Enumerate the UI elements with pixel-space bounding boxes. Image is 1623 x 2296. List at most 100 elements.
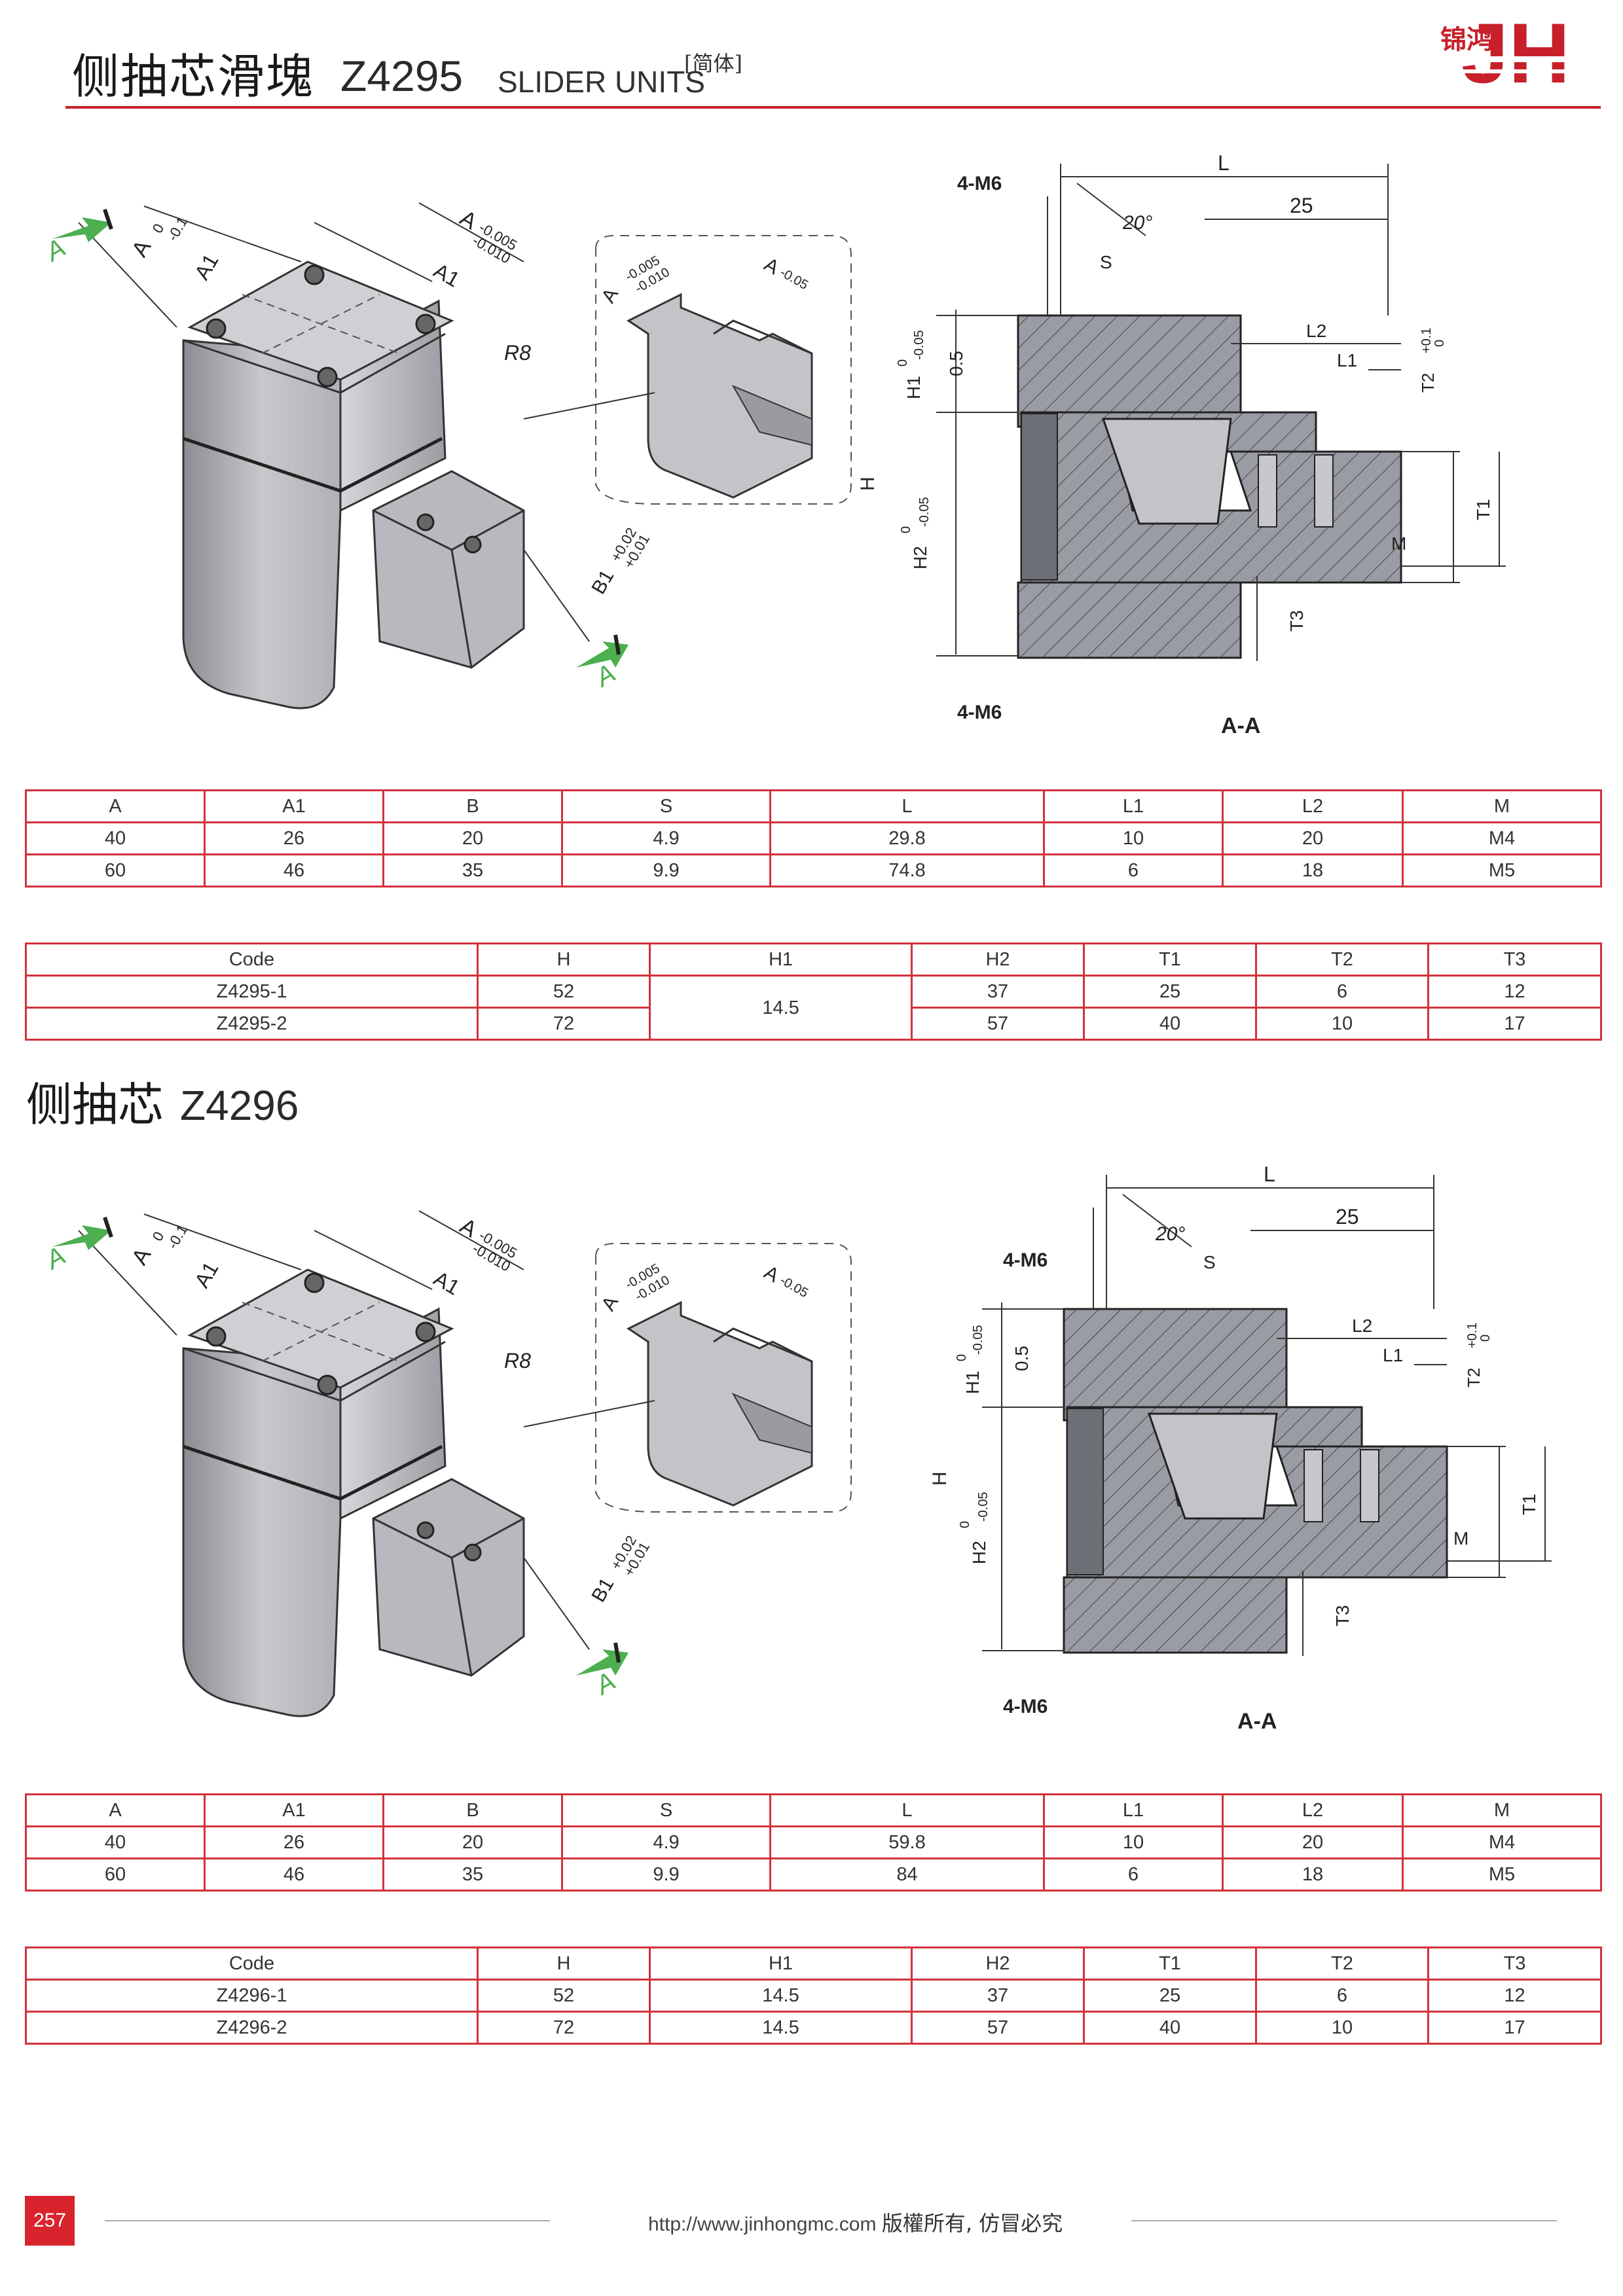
page-number: 257 [25, 2196, 75, 2246]
cell: 52 [477, 1979, 651, 2013]
cell: 6 [1255, 975, 1429, 1009]
label-view-a: A [40, 1241, 71, 1275]
cell: 17 [1427, 1007, 1602, 1041]
isometric-drawing-2: A A 0 -0.1 A1 A -0.005 -0.010 A1 R8 B1 +… [40, 1210, 852, 1717]
product-code: Z4295 [340, 52, 464, 100]
cell: 60 [25, 1857, 206, 1892]
logo-text: 锦鸿 [1440, 25, 1493, 55]
cell: 40 [1083, 2011, 1257, 2045]
label-angle: 20° [1155, 1223, 1185, 1245]
cell: 60 [25, 853, 206, 888]
cell: 18 [1222, 853, 1404, 888]
cell: Z4296-1 [25, 1979, 479, 2013]
label-b1: B1 [587, 1574, 618, 1605]
cell: M4 [1402, 1825, 1602, 1859]
label-detail-tol3: -0.05 [778, 1273, 811, 1300]
cell: 10 [1255, 2011, 1429, 2045]
label-l2: L2 [1352, 1316, 1372, 1336]
label-h1-tol2: -0.05 [912, 330, 926, 360]
th-m: M [1402, 1793, 1602, 1827]
th-h2: H2 [911, 942, 1085, 977]
cell: 9.9 [561, 1857, 771, 1892]
cell: 14.5 [649, 2011, 913, 2045]
label-m: M [1391, 533, 1406, 554]
cell: 46 [204, 853, 384, 888]
th-h1: H1 [649, 1946, 913, 1981]
cell: 52 [477, 975, 651, 1009]
cell: 10 [1255, 1007, 1429, 1041]
label-m6-bottom: 4-M6 [957, 702, 1002, 723]
cell: 20 [1222, 1825, 1404, 1859]
cell: 72 [477, 1007, 651, 1041]
cell: 10 [1043, 1825, 1224, 1859]
th-m: M [1402, 789, 1602, 823]
label-h2: H2 [910, 546, 930, 569]
th-t3: T3 [1427, 1946, 1602, 1981]
th-code: Code [25, 942, 479, 977]
label-h: H [929, 1471, 951, 1486]
cell: 35 [382, 1857, 563, 1892]
label-h1-tol2: -0.05 [971, 1325, 985, 1355]
cell: 40 [1083, 1007, 1257, 1041]
cell: 9.9 [561, 853, 771, 888]
table-header-row: A A1 B S L L1 L2 M [25, 789, 1602, 823]
language-tag: [简体] [684, 51, 742, 76]
cell: Z4295-1 [25, 975, 479, 1009]
label-m6-bottom: 4-M6 [1003, 1696, 1048, 1717]
table-row: Z4295-2 72 57 40 10 17 [25, 1007, 1602, 1041]
cell: 14.5 [649, 1979, 913, 2013]
th-l: L [769, 1793, 1045, 1827]
label-25: 25 [1290, 194, 1313, 217]
table-row: 40 26 20 4.9 29.8 10 20 M4 [25, 821, 1602, 855]
label-section: A-A [1221, 713, 1260, 738]
spec-table-1b: Code H H1 H2 T1 T2 T3 Z4295-1 52 14.5 37… [25, 942, 1602, 1041]
cell: 74.8 [769, 853, 1045, 888]
section-view-drawing-2: L 25 20° S 4-M6 4-M6 H H1 0 -0.05 0.5 H2… [929, 1162, 1552, 1734]
spec-table-2a: A A1 B S L L1 L2 M 40 26 20 4.9 59.8 10 … [25, 1793, 1602, 1892]
cell: 6 [1043, 1857, 1224, 1892]
cell: 57 [911, 2011, 1085, 2045]
th-a1: A1 [204, 789, 384, 823]
label-l2: L2 [1306, 321, 1326, 341]
cell: 57 [911, 1007, 1085, 1041]
cell: 72 [477, 2011, 651, 2045]
cell: 17 [1427, 2011, 1602, 2045]
label-h: H [857, 476, 879, 491]
label-angle: 20° [1122, 212, 1152, 234]
cell: 37 [911, 1979, 1085, 2013]
label-a1-left: A1 [190, 250, 223, 284]
label-h2: H2 [969, 1541, 989, 1564]
spec-table-1a: A A1 B S L L1 L2 M 40 26 20 4.9 29.8 10 … [25, 789, 1602, 888]
label-t2-tol1: +0.1 [1419, 328, 1434, 353]
section2-code: Z4296 [180, 1082, 299, 1129]
isometric-drawing-1: A A 0 -0.1 A1 A -0.005 -0.010 A1 R8 B1 +… [40, 202, 852, 709]
label-s: S [1100, 252, 1112, 272]
label-detail-a: A [597, 285, 623, 307]
th-l2: L2 [1222, 1793, 1404, 1827]
th-h1: H1 [649, 942, 913, 977]
label-h1-tol1: 0 [955, 1354, 969, 1361]
label-a-tol2: -0.1 [164, 214, 191, 243]
cell: 6 [1043, 853, 1224, 888]
footer-url-link[interactable]: http://www.jinhongmc.com [648, 2214, 877, 2235]
th-t1: T1 [1083, 1946, 1257, 1981]
page-title-english: SLIDER UNITS [498, 65, 705, 99]
cell: 40 [25, 821, 206, 855]
label-detail-a: A [597, 1293, 623, 1315]
th-s: S [561, 1793, 771, 1827]
label-l1: L1 [1337, 350, 1357, 370]
th-b: B [382, 789, 563, 823]
cell: 4.9 [561, 821, 771, 855]
label-gap: 0.5 [1012, 1346, 1032, 1371]
th-l: L [769, 789, 1045, 823]
th-t3: T3 [1427, 942, 1602, 977]
th-a: A [25, 789, 206, 823]
label-m6-top: 4-M6 [957, 173, 1002, 194]
table-header-row: Code H H1 H2 T1 T2 T3 [25, 942, 1602, 977]
cell: 46 [204, 1857, 384, 1892]
header-rule [65, 106, 1601, 109]
th-l1: L1 [1043, 1793, 1224, 1827]
cell: M5 [1402, 853, 1602, 888]
cell: 84 [769, 1857, 1045, 1892]
label-m: M [1453, 1528, 1468, 1549]
